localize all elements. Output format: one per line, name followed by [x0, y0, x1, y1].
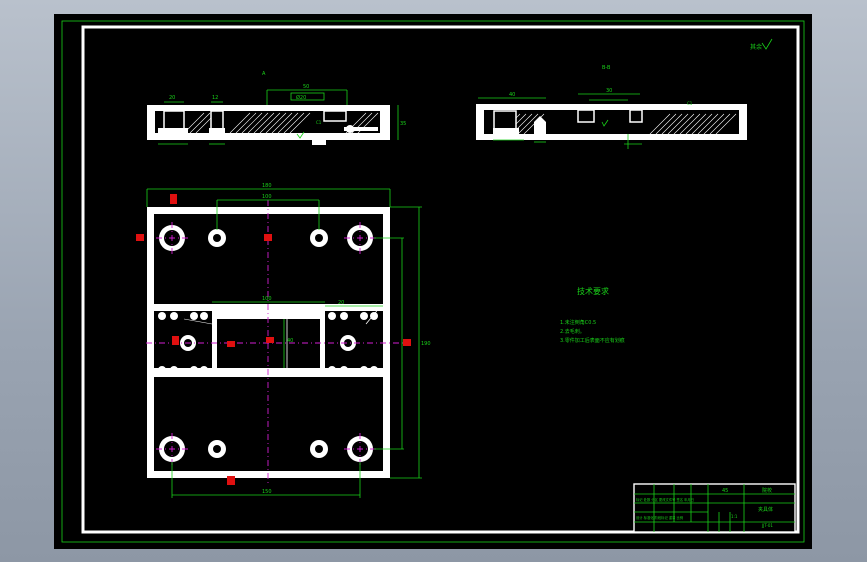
bottom-span-dim: 150	[262, 489, 272, 495]
technical-notes: 技术要求 1.未注倒角C0.5 2.去毛刺。 3.零件加工后表面不应有划痕	[560, 286, 625, 344]
right-view: B-B 40 30 C1	[476, 65, 747, 149]
right-top-dim2: 30	[606, 88, 612, 94]
slot-gap-dim: 40	[287, 338, 293, 344]
top-view: 180 100 190 150 100 40 20	[136, 183, 431, 498]
note-2: 2.去毛刺。	[560, 328, 585, 335]
sheet-border-inner	[81, 25, 800, 534]
right-view-label: B-B	[602, 65, 611, 71]
title-block-header-row: 标记 处数 分区 更改文件号 签名 年月日	[636, 497, 694, 502]
notes-title: 技术要求	[577, 286, 609, 296]
cad-viewport[interactable]: 其余 A 50 Ø20 20	[54, 14, 812, 549]
right-top-dim: 40	[509, 92, 515, 98]
note-1: 1.未注倒角C0.5	[560, 319, 596, 326]
svg-text:C1: C1	[316, 120, 322, 125]
roughness-icon	[761, 38, 773, 50]
title-block-company: 院校	[762, 487, 772, 494]
title-block-scale: 1:1	[731, 514, 738, 519]
roughness-icon	[296, 131, 305, 139]
svg-text:35: 35	[400, 121, 406, 127]
title-block-material: 45	[722, 488, 728, 494]
roughness-icon	[601, 119, 609, 127]
title-block-drawing-no: JJT-01	[761, 523, 773, 528]
drawing-canvas: 其余 A 50 Ø20 20	[61, 20, 805, 543]
front-view-label: A	[262, 71, 266, 77]
front-tol-dim: Ø20	[296, 94, 306, 101]
front-top-dim: 50	[303, 84, 309, 90]
front-view: A 50 Ø20 20 12	[147, 71, 406, 145]
overall-height-dim: 190	[421, 341, 431, 347]
corner-mark: 其余	[750, 43, 762, 51]
overall-width-dim: 180	[262, 183, 272, 189]
side-dim: 20	[338, 300, 344, 306]
note-3: 3.零件加工后表面不应有划痕	[560, 337, 625, 344]
hole-spacing-dim: 100	[262, 194, 272, 200]
title-block-part-name: 夹具体	[758, 506, 773, 513]
svg-text:12: 12	[212, 95, 218, 101]
title-block: 标记 处数 分区 更改文件号 签名 年月日 设计 标准化 阶段标记 重量 比例 …	[633, 483, 796, 533]
sheet-border-outer	[61, 20, 805, 543]
title-block-sig-row: 设计 标准化 阶段标记 重量 比例	[636, 515, 684, 520]
svg-text:20: 20	[169, 95, 175, 101]
svg-text:C1: C1	[687, 101, 693, 106]
slot-width-dim: 100	[262, 296, 272, 302]
